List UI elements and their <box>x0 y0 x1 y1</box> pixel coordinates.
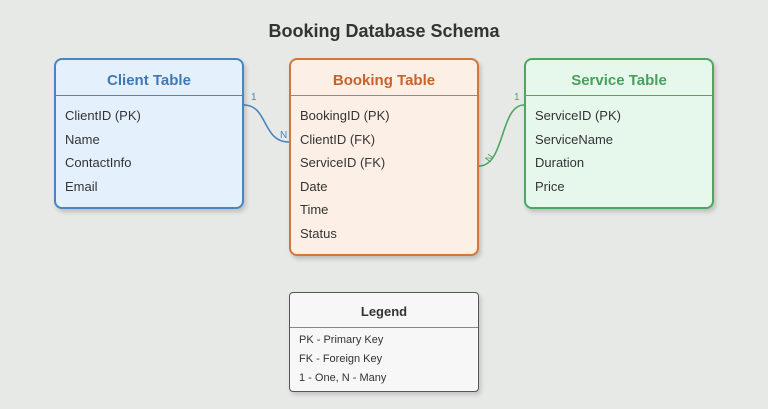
client-booking-link <box>243 104 290 143</box>
client-field-email: Email <box>65 179 98 194</box>
booking-field-time: Time <box>300 202 329 217</box>
legend-item-fk: FK - Foreign Key <box>299 353 383 365</box>
service-field-price: Price <box>535 179 565 194</box>
legend-box: Legend PK - Primary Key FK - Foreign Key… <box>289 292 479 392</box>
legend-title: Legend <box>290 293 478 328</box>
service-field-duration: Duration <box>535 155 585 170</box>
booking-field-clientid: ClientID (FK) <box>300 132 376 147</box>
service-field-serviceid: ServiceID (PK) <box>535 108 621 123</box>
diagram-title: Booking Database Schema <box>268 21 500 41</box>
booking-table[interactable]: Booking Table BookingID (PK) ClientID (F… <box>289 58 479 256</box>
service-link-cardinality-one: 1 <box>514 92 520 103</box>
booking-field-status: Status <box>300 226 337 241</box>
client-table[interactable]: Client Table ClientID (PK) Name ContactI… <box>54 58 244 209</box>
client-table-header: Client Table <box>56 60 242 96</box>
booking-field-date: Date <box>300 179 328 194</box>
client-link-cardinality-one: 1 <box>251 92 257 103</box>
service-booking-link <box>478 104 525 167</box>
client-link-cardinality-many: N <box>280 130 287 141</box>
booking-table-header: Booking Table <box>291 60 477 96</box>
legend-item-cardinality: 1 - One, N - Many <box>299 372 387 384</box>
client-field-name: Name <box>65 132 100 147</box>
booking-field-serviceid: ServiceID (FK) <box>300 155 386 170</box>
service-field-servicename: ServiceName <box>535 132 614 147</box>
booking-field-bookingid: BookingID (PK) <box>300 108 390 123</box>
client-field-clientid: ClientID (PK) <box>65 108 141 123</box>
legend-item-pk: PK - Primary Key <box>299 334 384 346</box>
client-field-contactinfo: ContactInfo <box>65 155 132 170</box>
service-table-header: Service Table <box>526 60 712 96</box>
service-table[interactable]: Service Table ServiceID (PK) ServiceName… <box>524 58 714 209</box>
